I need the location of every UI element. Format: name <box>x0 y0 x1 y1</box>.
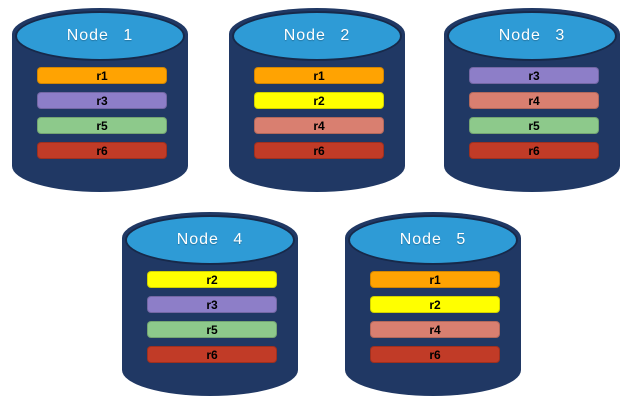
node-title: Node 5 <box>399 231 467 248</box>
replica-bar: r1 <box>370 271 500 288</box>
cylinder-top-ellipse: Node 1 <box>15 11 185 61</box>
node-3-cylinder: Node 3 r3 r4 r5 r6 <box>444 8 620 192</box>
replica-bar: r2 <box>147 271 277 288</box>
replica-bar: r6 <box>370 346 500 363</box>
cylinder-top-ellipse: Node 3 <box>447 11 617 61</box>
replica-list: r2 r3 r5 r6 <box>147 271 277 363</box>
replica-bar: r4 <box>254 117 384 134</box>
replica-list: r1 r3 r5 r6 <box>37 67 167 159</box>
cylinder-top-ellipse: Node 5 <box>348 215 518 265</box>
node-title: Node 1 <box>66 27 134 44</box>
replica-bar: r3 <box>469 67 599 84</box>
cylinder-top-ellipse: Node 2 <box>232 11 402 61</box>
replica-bar: r6 <box>37 142 167 159</box>
replica-bar: r4 <box>469 92 599 109</box>
replica-bar: r6 <box>147 346 277 363</box>
replica-bar: r6 <box>469 142 599 159</box>
replica-bar: r4 <box>370 321 500 338</box>
replica-bar: r3 <box>147 296 277 313</box>
node-title: Node 2 <box>283 27 351 44</box>
replica-bar: r5 <box>147 321 277 338</box>
replica-bar: r3 <box>37 92 167 109</box>
node-2-cylinder: Node 2 r1 r2 r4 r6 <box>229 8 405 192</box>
replica-bar: r1 <box>37 67 167 84</box>
replica-bar: r2 <box>370 296 500 313</box>
node-4-cylinder: Node 4 r2 r3 r5 r6 <box>122 212 298 396</box>
node-1-cylinder: Node 1 r1 r3 r5 r6 <box>12 8 188 192</box>
replica-list: r1 r2 r4 r6 <box>370 271 500 363</box>
replica-bar: r1 <box>254 67 384 84</box>
replica-bar: r6 <box>254 142 384 159</box>
node-5-cylinder: Node 5 r1 r2 r4 r6 <box>345 212 521 396</box>
replica-bar: r5 <box>469 117 599 134</box>
node-title: Node 4 <box>176 231 244 248</box>
replica-bar: r5 <box>37 117 167 134</box>
replica-list: r3 r4 r5 r6 <box>469 67 599 159</box>
replica-bar: r2 <box>254 92 384 109</box>
node-title: Node 3 <box>498 27 566 44</box>
cylinder-top-ellipse: Node 4 <box>125 215 295 265</box>
replica-list: r1 r2 r4 r6 <box>254 67 384 159</box>
